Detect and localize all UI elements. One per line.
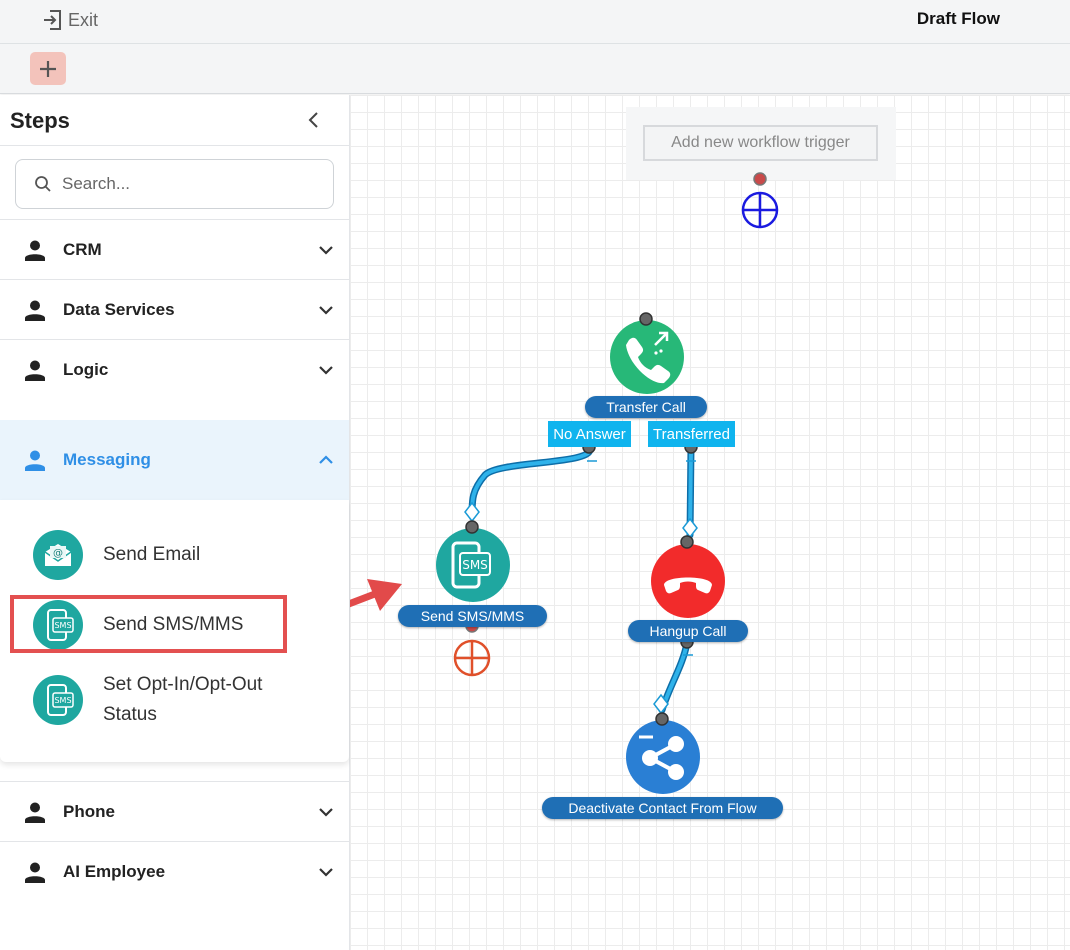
step-label: Send SMS/MMS	[103, 614, 244, 635]
step-label-line1: Set Opt-In/Opt-Out	[103, 674, 263, 695]
transferred-branch-label: Transferred	[648, 421, 735, 447]
step-label-line2: Status	[103, 704, 157, 725]
exit-label: Exit	[68, 9, 99, 30]
step-set-opt-in-out[interactable]: SMS Set Opt-In/Opt-Out Status	[33, 670, 262, 730]
transfer-call-input-port	[639, 312, 653, 326]
category-phone[interactable]: Phone	[0, 782, 349, 842]
add-step-button[interactable]	[30, 52, 66, 85]
exit-icon	[44, 10, 61, 30]
step-send-sms[interactable]: SMS Send SMS/MMS	[33, 600, 243, 650]
category-ai-employee[interactable]: AI Employee	[0, 842, 349, 902]
svg-text:SMS: SMS	[54, 696, 71, 705]
chevron-left-icon[interactable]	[304, 109, 324, 131]
exit-button[interactable]: Exit	[40, 8, 98, 32]
chevron-down-icon	[319, 246, 333, 255]
email-icon: @	[33, 530, 83, 580]
flow-title: Draft Flow	[916, 9, 1000, 28]
category-label: CRM	[63, 240, 102, 259]
step-send-email[interactable]: @ Send Email	[33, 530, 200, 580]
sms-icon: SMS	[33, 600, 83, 650]
chevron-down-icon	[319, 868, 333, 877]
flow-canvas[interactable]: Add new workflow trigger	[350, 95, 1070, 950]
trigger-output-port	[753, 172, 767, 186]
spacer	[0, 762, 349, 782]
steps-sidebar: Steps CRM Data Services Logic Messaging	[0, 95, 350, 950]
chevron-up-icon	[319, 455, 333, 464]
category-crm[interactable]: CRM	[0, 220, 349, 280]
chevron-down-icon	[319, 808, 333, 817]
annotation-arrow	[350, 579, 402, 611]
deactivate-input-port	[655, 712, 669, 726]
transfer-call-label[interactable]: Transfer Call	[585, 396, 707, 418]
steps-title: Steps	[10, 108, 70, 133]
steps-header: Steps	[0, 95, 349, 146]
flow-wires: SMS	[350, 172, 779, 794]
category-label: Logic	[63, 360, 109, 379]
person-icon	[25, 300, 45, 321]
add-trigger-button[interactable]: Add new workflow trigger	[643, 125, 878, 161]
toolbar	[0, 44, 1070, 94]
category-label: Messaging	[63, 450, 151, 469]
transfer-call-node[interactable]	[610, 320, 684, 394]
category-label: Phone	[63, 802, 115, 821]
no-answer-branch-label: No Answer	[548, 421, 631, 447]
chevron-down-icon	[319, 306, 333, 315]
person-icon	[25, 862, 45, 883]
person-icon	[25, 240, 45, 261]
send-sms-input-port	[465, 520, 479, 534]
svg-text:SMS: SMS	[54, 621, 71, 630]
hangup-call-node[interactable]	[651, 544, 725, 618]
send-sms-node[interactable]: SMS	[436, 528, 510, 602]
sms-icon: SMS	[33, 675, 83, 725]
svg-text:@: @	[53, 548, 63, 559]
deactivate-node[interactable]	[626, 720, 700, 794]
search-icon	[35, 176, 51, 192]
category-label: Data Services	[63, 300, 175, 319]
chevron-down-icon	[319, 366, 333, 375]
add-trigger-plus-icon[interactable]	[741, 191, 779, 229]
spacer	[0, 400, 349, 420]
category-messaging[interactable]: Messaging	[0, 420, 349, 500]
messaging-steps-panel: @ Send Email SMS Send SMS/MMS SMS Set Op…	[0, 500, 349, 762]
step-label: Set Opt-In/Opt-Out Status	[103, 670, 262, 730]
highlight-box	[10, 595, 287, 653]
svg-text:SMS: SMS	[462, 558, 488, 572]
person-icon	[25, 360, 45, 381]
hangup-input-port	[680, 535, 694, 549]
category-label: AI Employee	[63, 862, 166, 881]
add-step-plus-icon[interactable]	[453, 639, 491, 677]
category-logic[interactable]: Logic	[0, 340, 349, 400]
trigger-card: Add new workflow trigger	[626, 107, 896, 180]
connector-diamond	[464, 501, 480, 523]
connector-diamond	[682, 517, 698, 539]
top-bar: Exit Draft Flow	[0, 0, 1070, 44]
plus-icon	[40, 60, 56, 77]
person-icon	[25, 802, 45, 823]
hangup-call-label[interactable]: Hangup Call	[628, 620, 748, 642]
send-sms-label[interactable]: Send SMS/MMS	[398, 605, 547, 627]
search-field[interactable]	[15, 159, 334, 209]
step-label: Send Email	[103, 544, 201, 565]
search-input[interactable]	[62, 174, 312, 194]
category-data-services[interactable]: Data Services	[0, 280, 349, 340]
deactivate-contact-label[interactable]: Deactivate Contact From Flow	[542, 797, 783, 819]
person-icon	[25, 450, 45, 471]
search-section	[0, 146, 349, 220]
